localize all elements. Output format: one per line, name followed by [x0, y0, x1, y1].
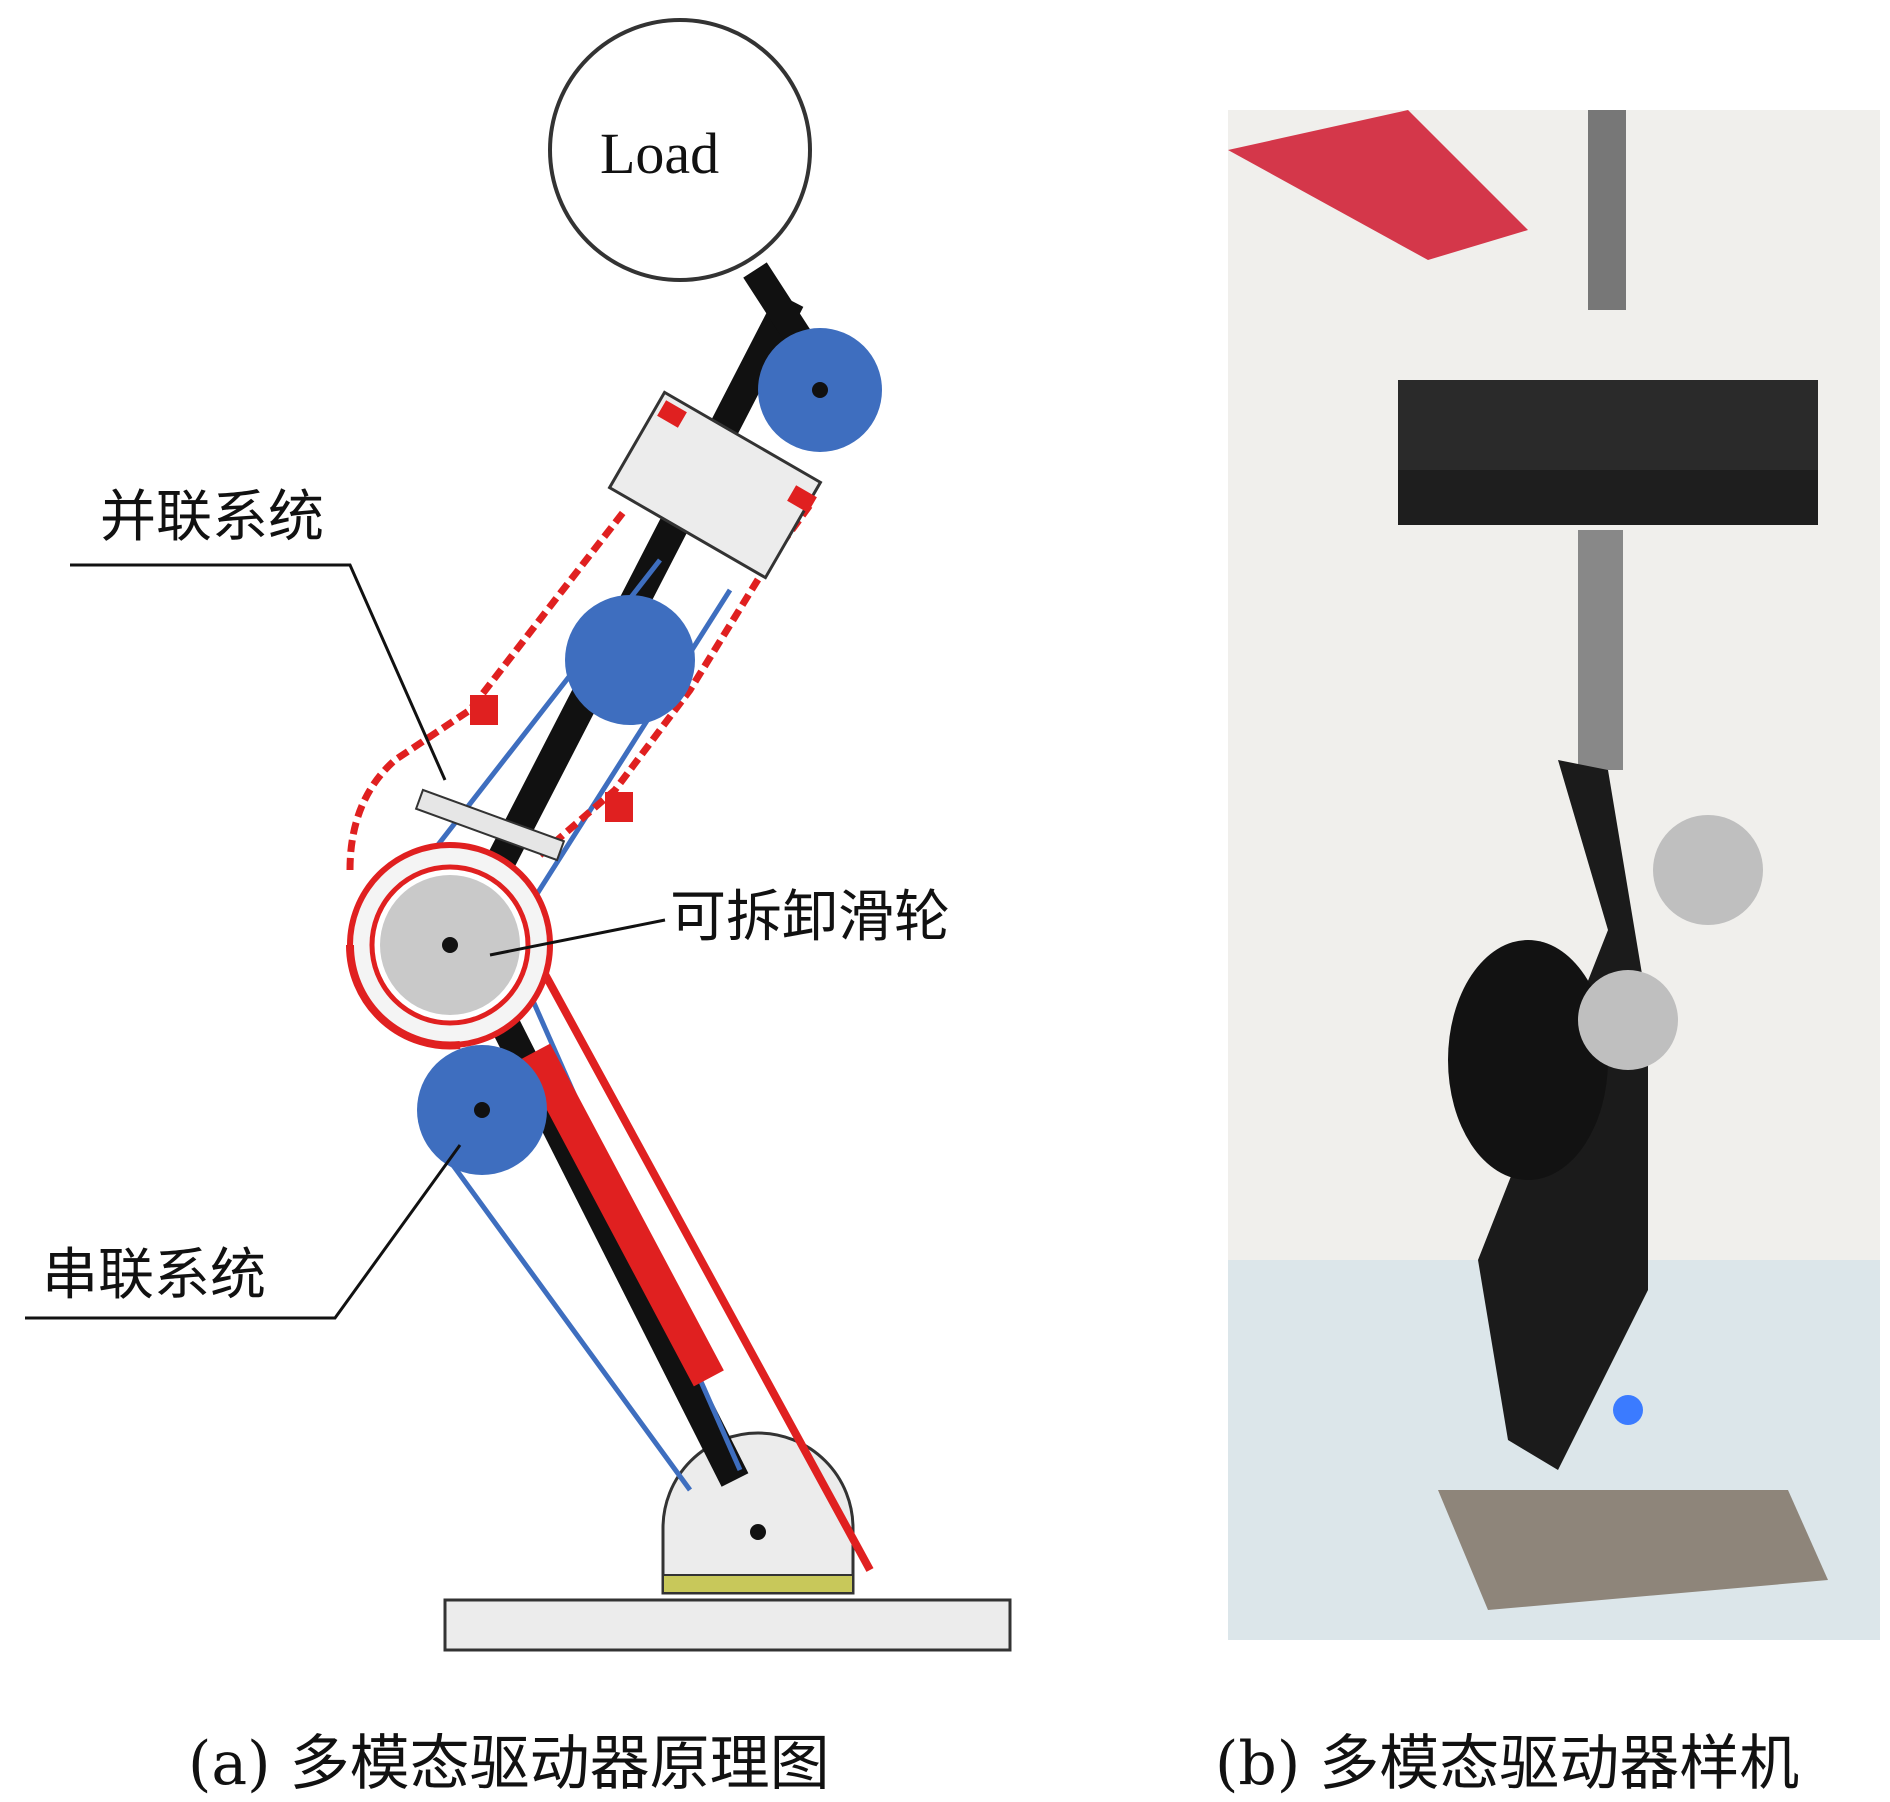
spring-clamp-2 [605, 792, 633, 822]
upper-pulley [565, 595, 695, 725]
ankle-pad [663, 1575, 853, 1593]
series-system-label: 串联系统 [42, 1230, 266, 1311]
spring-clamp-1 [470, 695, 498, 725]
hip-axle [812, 382, 828, 398]
detachable-pulley-label: 可拆卸滑轮 [670, 872, 950, 953]
parallel-system-label: 并联系统 [100, 472, 324, 553]
schematic-diagram [0, 0, 1200, 1700]
ground-plate [445, 1600, 1010, 1650]
knee-axle [442, 937, 458, 953]
parallel-cylinder [520, 1044, 724, 1387]
series-pulley-axle [474, 1102, 490, 1118]
shank-link [470, 955, 735, 1480]
parallel-leader [70, 565, 445, 780]
caption-a: (a) 多模态驱动器原理图 [188, 1715, 830, 1802]
caption-b: (b) 多模态驱动器样机 [1215, 1715, 1799, 1802]
ankle-joint [750, 1524, 766, 1540]
prototype-photo [1228, 110, 1880, 1640]
load-label: Load [600, 120, 719, 187]
ankle-housing [663, 1433, 853, 1593]
